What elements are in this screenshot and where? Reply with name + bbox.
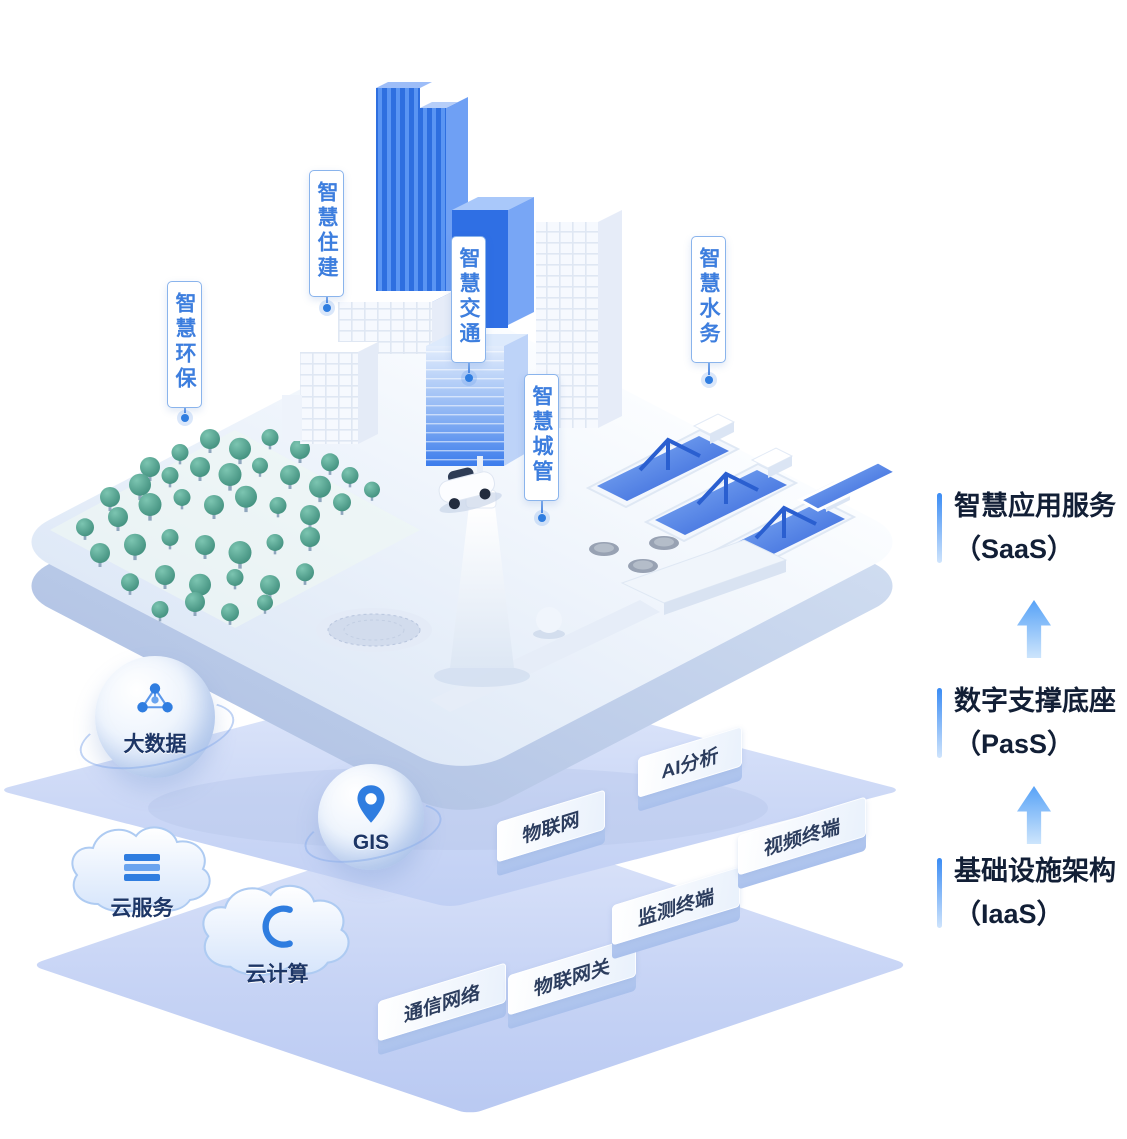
tier-saas-title: 智慧应用服务: [954, 491, 1116, 521]
tier-paas: 数字支撑底座 （PasS）: [937, 680, 1127, 766]
white-mid-building: [282, 342, 378, 444]
callout-dot: [464, 374, 473, 382]
callout-smart-urban-mgmt: 智慧城管: [524, 374, 559, 522]
cloud-service: 云服务: [62, 820, 222, 926]
callout-line: [467, 363, 470, 373]
callout-smart-environment: 智慧环保: [167, 281, 202, 422]
cloud-icon: [71, 826, 211, 913]
bigdata-sphere: 大数据: [73, 656, 241, 782]
cloud-computing: 云计算: [192, 878, 362, 992]
glass-building: [426, 334, 528, 466]
circular-pond: [316, 608, 432, 652]
callout-label: 智慧住建: [315, 181, 338, 281]
tier-iaas-title: 基础设施架构: [954, 856, 1116, 886]
cloud-service-label: 云服务: [110, 897, 174, 920]
ai-analysis-box: AI分析: [638, 726, 742, 812]
callout-smart-water: 智慧水务: [691, 236, 726, 384]
callout-label: 智慧交通: [457, 247, 480, 347]
iot-box: 物联网: [497, 789, 605, 877]
server-lines-icon: [124, 854, 160, 881]
callout-dot: [322, 304, 331, 312]
callout-label: 智慧环保: [173, 292, 196, 392]
callout-line: [325, 297, 328, 303]
callout-dot: [704, 376, 713, 384]
tier-iaas-sub: （IaaS）: [954, 899, 1064, 929]
tier-iaas: 基础设施架构 （IaaS）: [937, 850, 1127, 936]
callout-dot: [180, 414, 189, 422]
video-terminal-box: 视频终端: [738, 796, 866, 890]
comm-network-box: 通信网络: [378, 962, 506, 1056]
callout-line: [183, 408, 186, 413]
arrow-up-icon: [1017, 786, 1051, 844]
city-illustration: [31, 82, 900, 850]
storage-tanks: [589, 536, 679, 573]
callout-box: 智慧水务: [691, 236, 726, 363]
callout-box: 智慧城管: [524, 374, 559, 501]
network-icon: [137, 683, 173, 713]
tier-saas-sub: （SaaS）: [954, 534, 1075, 564]
c-swirl-icon: [262, 905, 293, 948]
callout-line: [540, 501, 543, 513]
arrow-up-icon: [1017, 600, 1051, 658]
callout-box: 智慧环保: [167, 281, 202, 408]
callout-label: 智慧水务: [697, 247, 720, 347]
monitor-terminal-box: 监测终端: [612, 866, 740, 960]
map-pin-icon: [357, 785, 385, 823]
water-treatment-pools: [586, 412, 900, 577]
white-lowrise-building: [338, 291, 454, 354]
callout-label: 智慧城管: [530, 385, 553, 485]
blue-skyscraper: [376, 82, 468, 314]
callout-smart-housing: 智慧住建: [309, 170, 344, 312]
gis-label: GIS: [352, 831, 390, 854]
callout-box: 智慧住建: [309, 170, 344, 297]
bigdata-label: 大数据: [123, 733, 187, 756]
dome-structure: [533, 607, 565, 639]
callout-box: 智慧交通: [451, 236, 486, 363]
tier-paas-sub: （PasS）: [954, 729, 1075, 759]
gis-sphere: GIS: [299, 764, 447, 875]
cloud-icon: [202, 884, 350, 976]
iot-gateway-box: 物联网关: [508, 936, 636, 1030]
callout-smart-traffic: 智慧交通: [451, 236, 486, 382]
callout-line: [707, 363, 710, 375]
tier-paas-title: 数字支撑底座: [954, 686, 1116, 716]
industrial-building: [620, 539, 788, 615]
tier-saas: 智慧应用服务 （SaaS）: [937, 485, 1127, 571]
cloud-computing-label: 云计算: [245, 963, 309, 986]
car-icon: [438, 467, 502, 513]
callout-dot: [537, 514, 546, 522]
